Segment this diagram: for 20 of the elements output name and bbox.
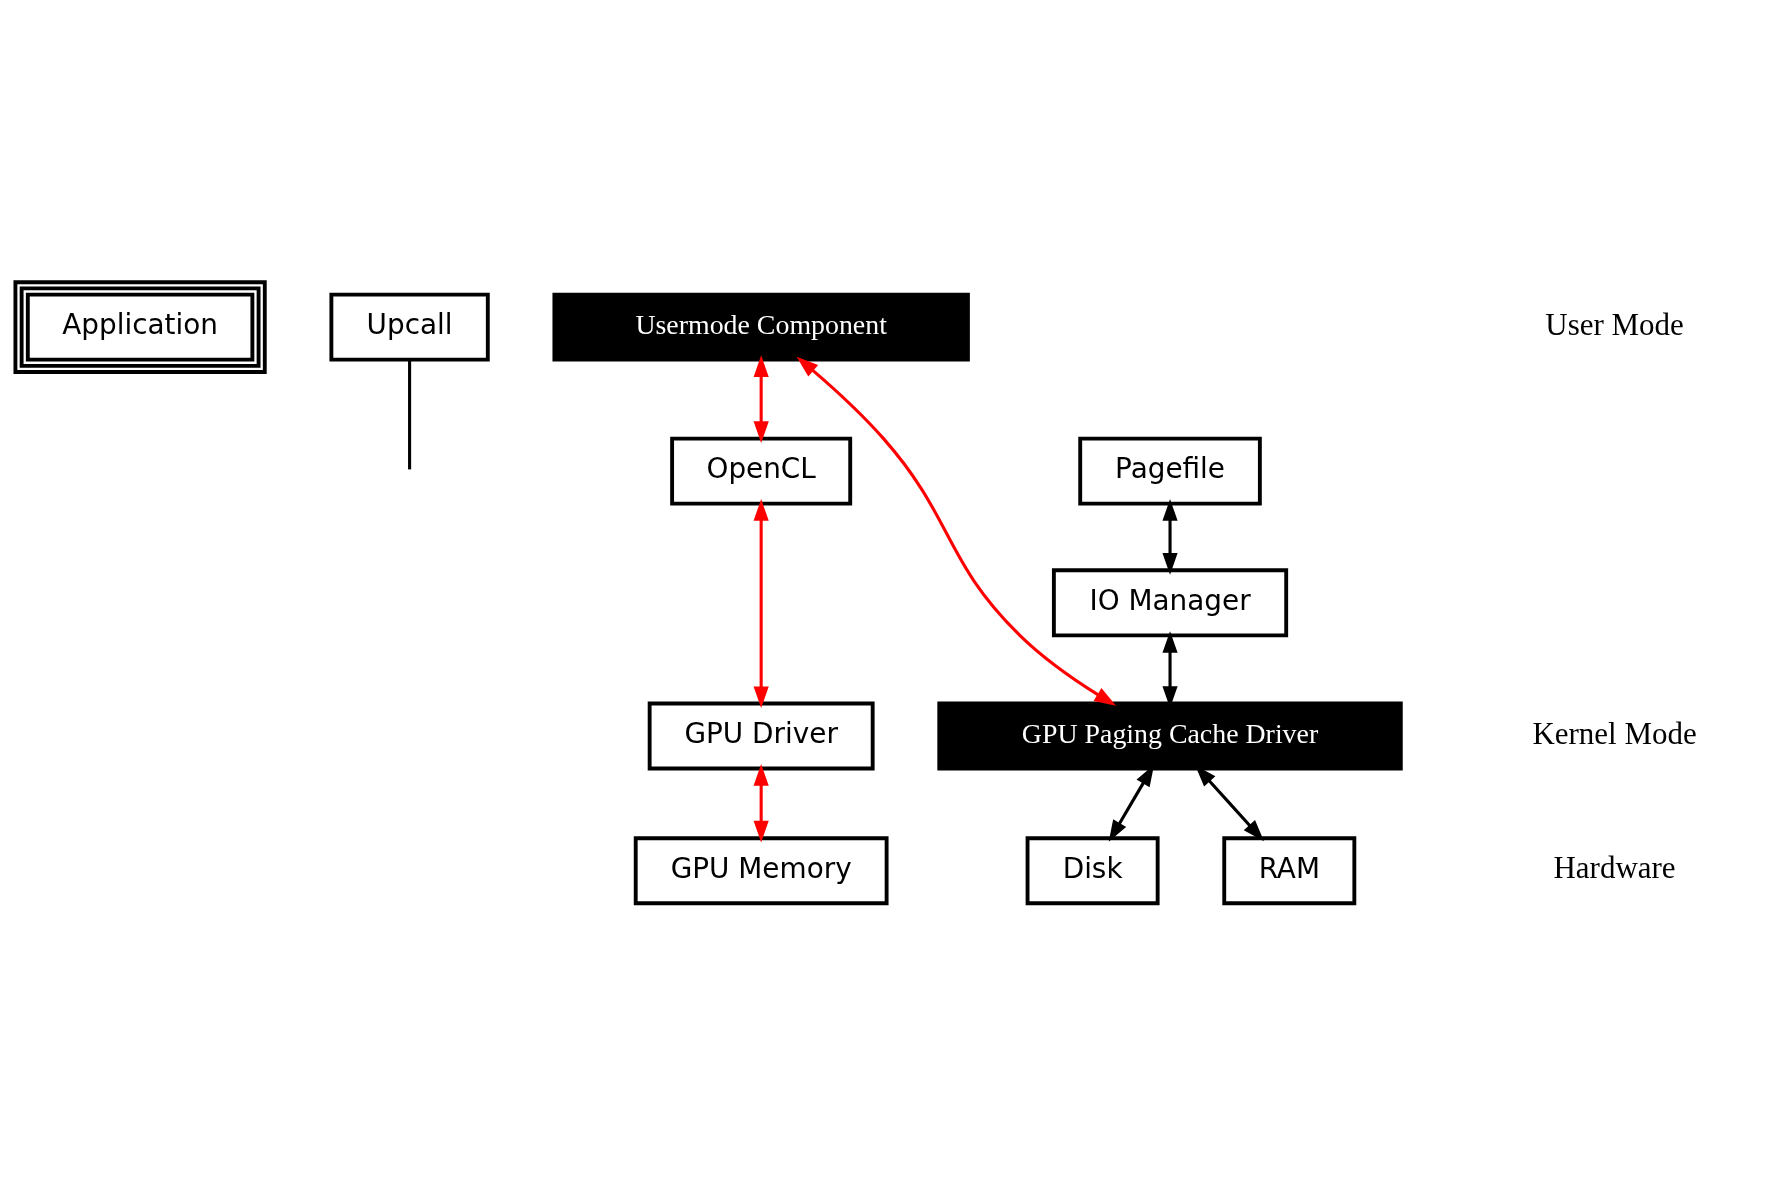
arrow	[753, 499, 769, 709]
node-box: Usermode Component	[552, 292, 970, 362]
node-box: Upcall	[329, 292, 490, 362]
node-box: GPU Driver	[647, 701, 875, 771]
node-box: OpenCL	[670, 436, 853, 506]
node-box: Application	[13, 280, 267, 374]
node-box: GPU Memory	[633, 836, 889, 906]
node-box: IO Manager	[1051, 568, 1289, 638]
arrow	[753, 355, 769, 444]
arrow	[796, 356, 1117, 706]
label: Kernel Mode	[1532, 715, 1697, 751]
label: User Mode	[1545, 306, 1684, 342]
node-box: Pagefile	[1078, 436, 1262, 506]
node-box: RAM	[1222, 836, 1357, 906]
arrow	[1162, 499, 1178, 575]
connector	[408, 359, 412, 470]
label: Hardware	[1553, 850, 1676, 886]
arrow	[753, 764, 769, 843]
node-box: GPU Paging Cache Driver	[937, 701, 1403, 771]
node-box: Disk	[1025, 836, 1160, 906]
